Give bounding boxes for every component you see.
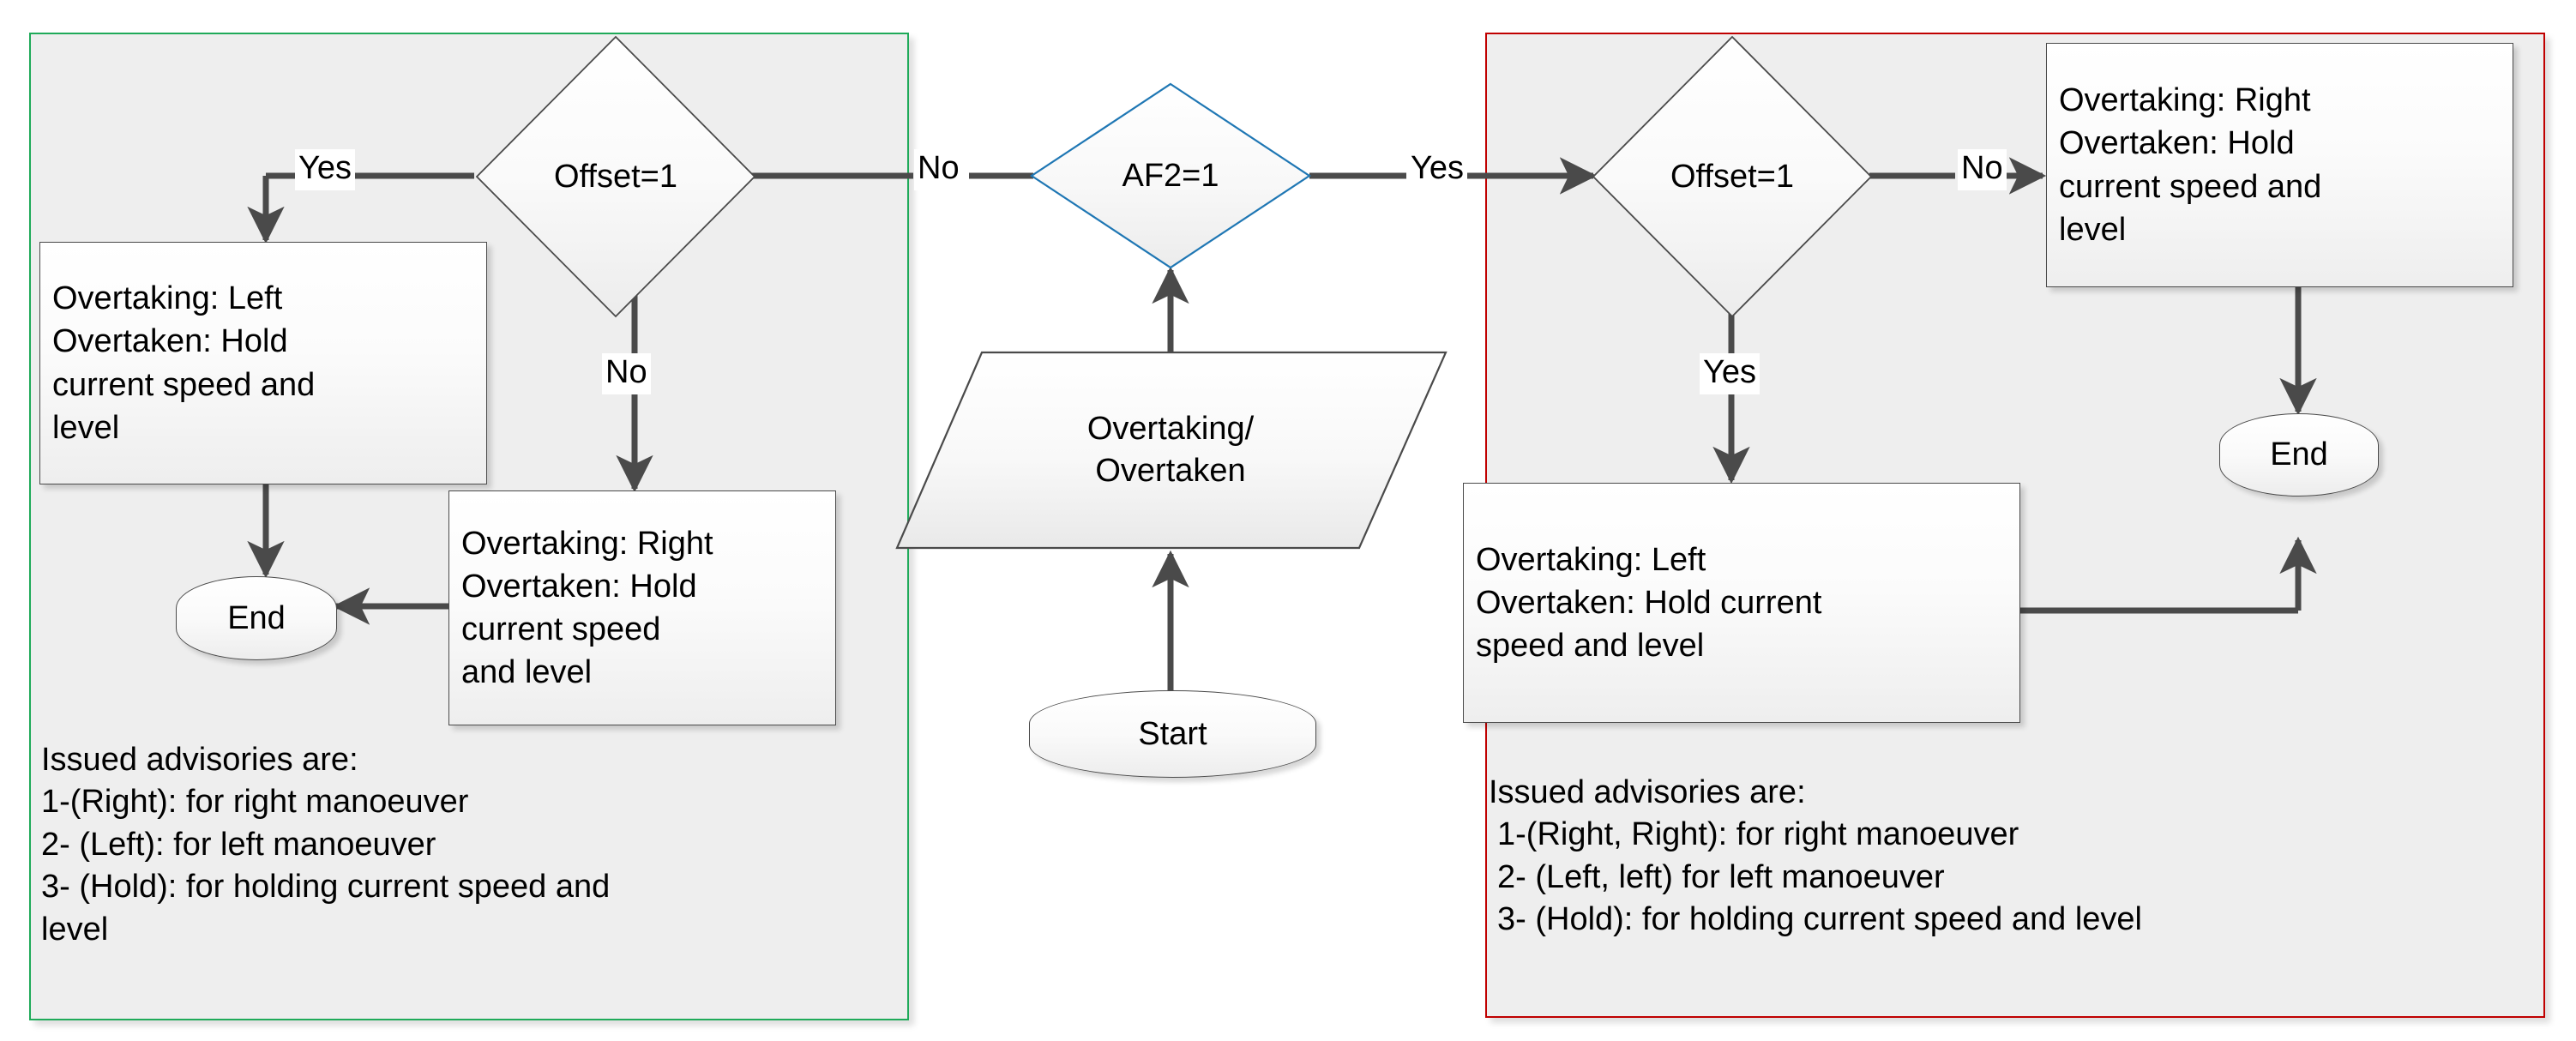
right-offset-decision[interactable]: Offset=1 xyxy=(1591,34,1874,319)
left-branch-yes-label: Yes xyxy=(295,149,355,190)
left-end-label: End xyxy=(227,599,286,636)
left-action-yes-line-1: Overtaking: Left xyxy=(52,280,283,317)
left-action-no-line-4: and level xyxy=(461,654,593,691)
left-note-line-1: Issued advisories are: xyxy=(41,742,358,778)
right-end-label: End xyxy=(2270,436,2328,473)
right-branch-yes-label: Yes xyxy=(1700,353,1760,394)
right-action-no-line-3: current speed and xyxy=(2059,168,2322,205)
left-action-yes-line-3: current speed and xyxy=(52,366,316,403)
left-offset-decision[interactable]: Offset=1 xyxy=(474,34,757,319)
left-note-line-5: level xyxy=(41,911,109,948)
right-action-yes-line-1: Overtaking: Left xyxy=(1476,541,1706,578)
right-action-yes-box[interactable]: Overtaking: Left Overtaken: Hold current… xyxy=(1463,483,2020,723)
left-action-yes-box[interactable]: Overtaking: Left Overtaken: Hold current… xyxy=(39,242,487,484)
right-note-line-1: Issued advisories are: xyxy=(1489,774,1806,810)
left-action-yes-line-4: level xyxy=(52,409,120,446)
start-label: Start xyxy=(1138,715,1207,752)
left-action-no-line-2: Overtaken: Hold xyxy=(461,568,697,605)
af2-decision[interactable]: AF2=1 xyxy=(1029,81,1312,270)
start-terminator[interactable]: Start xyxy=(1029,690,1316,778)
left-branch-no-label: No xyxy=(602,353,651,394)
left-note-line-4: 3- (Hold): for holding current speed and xyxy=(41,869,611,906)
right-end-terminator[interactable]: End xyxy=(2219,413,2379,496)
left-action-no-box[interactable]: Overtaking: Right Overtaken: Hold curren… xyxy=(448,490,836,725)
right-action-no-line-1: Overtaking: Right xyxy=(2059,82,2311,119)
right-branch-no-label: No xyxy=(1958,149,2007,190)
right-advisories-note: Issued advisories are: 1-(Right, Right):… xyxy=(1489,772,2142,942)
right-action-yes-line-3: speed and level xyxy=(1476,628,1705,665)
input-parallelogram[interactable]: Overtaking/ Overtaken xyxy=(892,347,1449,553)
right-action-no-line-4: level xyxy=(2059,211,2127,248)
right-note-line-2: 1-(Right, Right): for right manoeuver xyxy=(1497,816,2019,853)
left-advisories-note: Issued advisories are: 1-(Right): for ri… xyxy=(41,739,610,951)
left-note-line-3: 2- (Left): for left manoeuver xyxy=(41,826,436,863)
right-action-yes-line-2: Overtaken: Hold current xyxy=(1476,584,1822,621)
left-action-yes-line-2: Overtaken: Hold xyxy=(52,323,288,360)
left-note-line-2: 1-(Right): for right manoeuver xyxy=(41,784,469,821)
left-end-terminator[interactable]: End xyxy=(176,576,337,660)
right-note-line-3: 2- (Left, left) for left manoeuver xyxy=(1497,858,1945,895)
left-action-no-line-3: current speed xyxy=(461,611,661,647)
right-action-no-box[interactable]: Overtaking: Right Overtaken: Hold curren… xyxy=(2046,43,2513,287)
right-note-line-4: 3- (Hold): for holding current speed and… xyxy=(1497,901,2142,938)
af2-branch-no-label: No xyxy=(914,149,963,190)
af2-branch-yes-label: Yes xyxy=(1407,149,1467,190)
left-action-no-line-1: Overtaking: Right xyxy=(461,525,713,562)
right-action-no-line-2: Overtaken: Hold xyxy=(2059,125,2295,162)
